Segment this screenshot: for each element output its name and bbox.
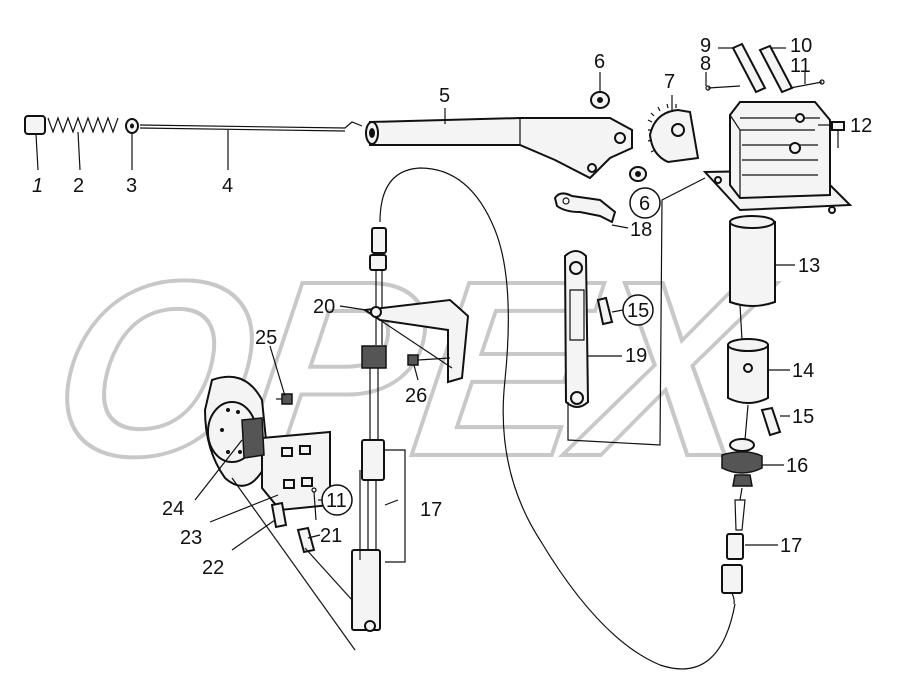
callout-5: 5 (439, 85, 450, 107)
assembly-lines-left (231, 449, 406, 651)
callout-3: 3 (126, 175, 137, 197)
callout-17-left: 17 (420, 499, 442, 521)
callout-23: 23 (180, 527, 202, 549)
callout-leaders (35, 47, 832, 551)
part-coupling (727, 338, 769, 404)
assembly-lines (567, 177, 749, 501)
callout-20: 20 (313, 296, 335, 318)
part-rod (139, 121, 363, 132)
callout-1: 1 (32, 175, 43, 197)
part-knob (24, 115, 46, 135)
part-pin-15-right (760, 406, 782, 437)
watermark-logo: OPEX (39, 230, 786, 509)
callout-15-circled: 15 (627, 300, 649, 322)
part-cylinder (729, 215, 776, 307)
callout-6-top: 6 (594, 51, 605, 73)
part-cable-end-right (721, 499, 746, 605)
callout-7: 7 (664, 71, 675, 93)
callout-18: 18 (630, 219, 652, 241)
part-link-plate (563, 250, 590, 408)
part-washer-top (590, 91, 610, 109)
part-pin-15-left (596, 296, 614, 326)
callout-21: 21 (320, 525, 342, 547)
callout-4: 4 (222, 175, 233, 197)
part-bolt-21 (296, 526, 316, 554)
callout-16: 16 (786, 455, 808, 477)
callout-12: 12 (850, 115, 872, 137)
part-cotter-11 (789, 79, 825, 89)
part-bracket-box (702, 101, 853, 214)
callout-11-top: 11 (790, 55, 811, 77)
part-pin-11-left (311, 487, 317, 521)
callout-15: 15 (792, 406, 814, 428)
callout-13: 13 (798, 255, 820, 277)
part-screw-26 (407, 354, 451, 366)
flexible-cable (379, 167, 736, 670)
part-small-lever (553, 192, 617, 224)
part-disc-assembly (203, 375, 331, 512)
callout-24: 24 (162, 498, 184, 520)
part-cable-assembly-left (351, 227, 387, 632)
part-lever-tube (365, 117, 633, 180)
part-drive-gear (721, 438, 763, 487)
callout-9: 9 (700, 35, 711, 57)
part-pin-10 (758, 44, 794, 94)
callout-19: 19 (625, 345, 647, 367)
callout-25: 25 (255, 327, 277, 349)
part-cotter-8 (705, 85, 741, 91)
part-washer-lower (629, 166, 647, 182)
callout-26: 26 (405, 385, 427, 407)
callout-11-circled: 11 (326, 490, 347, 512)
callout-6-circled: 6 (639, 193, 650, 215)
part-spring (47, 116, 119, 134)
circled-callout-6 (629, 187, 661, 219)
part-pin-9 (731, 42, 767, 94)
callout-14: 14 (792, 360, 814, 382)
part-washer (125, 118, 139, 134)
part-gear (647, 103, 700, 164)
part-bracket-20 (362, 298, 470, 384)
callout-22: 22 (202, 557, 224, 579)
part-screw-25 (276, 393, 293, 405)
callout-17-right: 17 (780, 535, 802, 557)
callout-2: 2 (73, 175, 84, 197)
part-bolt-12 (831, 121, 845, 148)
callout-10: 10 (790, 35, 812, 57)
callout-8: 8 (700, 53, 711, 75)
